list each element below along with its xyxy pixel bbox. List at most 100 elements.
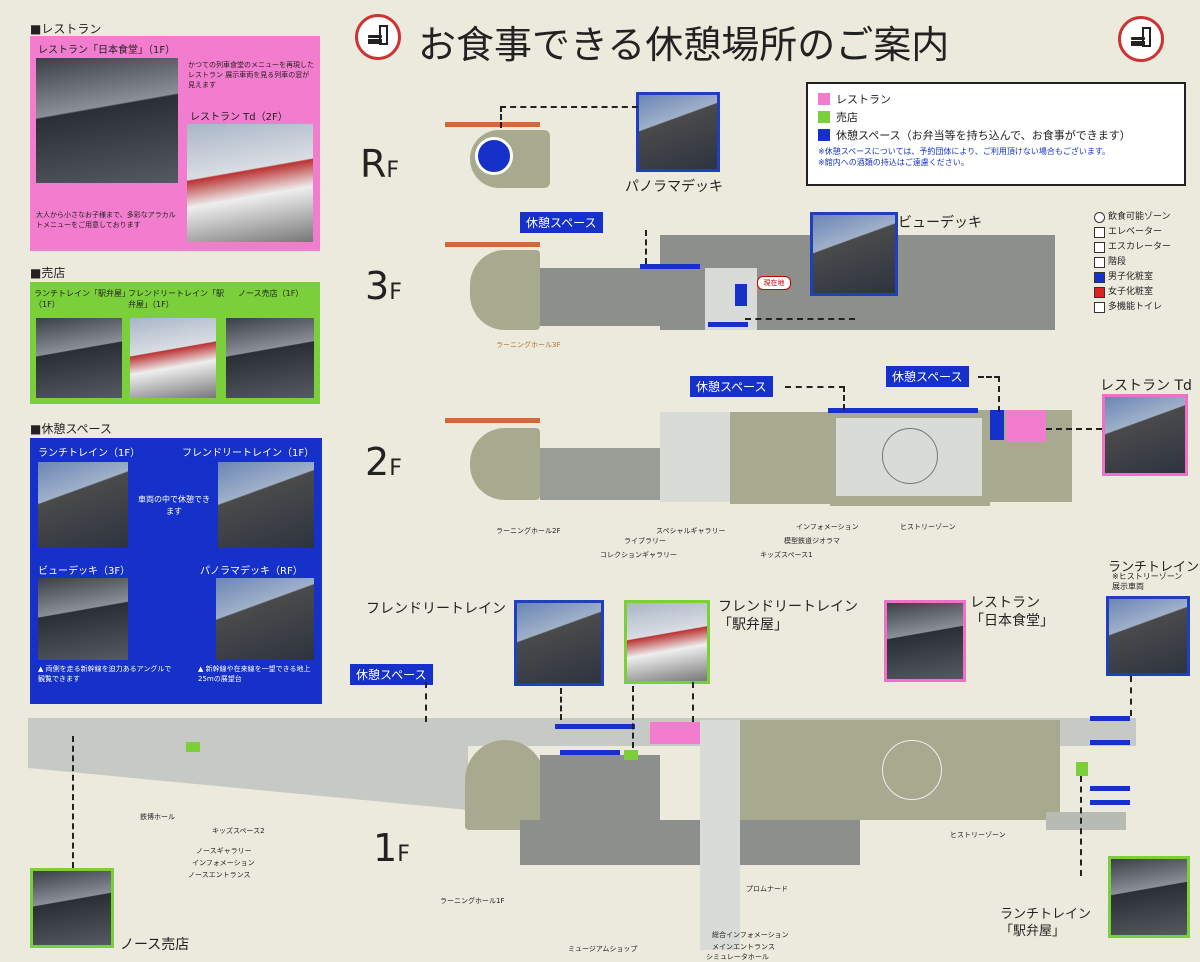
learning-hall-1f: ラーニングホール1F bbox=[440, 897, 505, 905]
rest-space-badge-3f: 休憩スペース bbox=[520, 212, 603, 233]
rf-rest-circle bbox=[475, 137, 513, 175]
view-deck-photo bbox=[810, 212, 898, 296]
1f-rest-bar-6 bbox=[1090, 800, 1130, 805]
icon-legend-item: 多機能トイレ bbox=[1094, 300, 1198, 315]
3f-top-rail bbox=[445, 242, 540, 247]
legend-symbol-icon bbox=[1094, 287, 1105, 298]
rest-mid-note: 車両の中で休憩できます bbox=[138, 495, 210, 516]
legend-symbol-icon bbox=[1094, 227, 1105, 238]
rest-space-badge-1f: 休憩スペース bbox=[350, 664, 433, 685]
exhibit-hall-label: 鉄博ホール bbox=[140, 813, 175, 821]
3f-rest-bar-2 bbox=[735, 284, 747, 306]
rest-item-2: フレンドリートレイン（1F） bbox=[182, 448, 315, 459]
rest-space-badge-2f-b: 休憩スペース bbox=[886, 366, 969, 387]
1f-leader-lunch-ekiben bbox=[1080, 776, 1084, 876]
legend-symbol-icon bbox=[1094, 272, 1105, 283]
rest-item-1: ランチトレイン（1F） bbox=[38, 448, 141, 459]
1f-south-block bbox=[520, 820, 860, 865]
friendly-train-label: フレンドリートレイン bbox=[366, 601, 506, 617]
restaurant-nihon-photo bbox=[36, 58, 178, 183]
view-deck-label: ビューデッキ bbox=[898, 215, 982, 231]
rest-photo-4 bbox=[216, 578, 314, 660]
2f-leader-td bbox=[1046, 428, 1102, 432]
panorama-deck-photo bbox=[636, 92, 720, 172]
history-zone-2f-label: ヒストリーゾーン bbox=[900, 523, 956, 531]
2f-round-building bbox=[470, 428, 540, 500]
1f-east-pad bbox=[1046, 812, 1126, 830]
promenade-label: プロムナード bbox=[746, 885, 788, 893]
icon-legend-item: 男子化粧室 bbox=[1094, 270, 1198, 285]
3f-leader-1 bbox=[645, 230, 649, 264]
icon-legend-text: 飲食可能ゾーン bbox=[1108, 212, 1171, 222]
shop-photo-1 bbox=[36, 318, 122, 398]
icon-legend-item: エレベーター bbox=[1094, 225, 1198, 240]
collection-gallery-label: コレクションギャラリー bbox=[600, 551, 677, 559]
rest-space-badge-2f-a: 休憩スペース bbox=[690, 376, 773, 397]
restaurant-item2-desc: 大人から小さなお子様まで、多彩なアラカルトメニューをご用意しております bbox=[36, 211, 176, 229]
kids-space-1-label: キッズスペース1 bbox=[760, 551, 813, 559]
kids-space-2-label: キッズスペース2 bbox=[212, 827, 265, 835]
floor-2f-label: 2F bbox=[365, 440, 402, 484]
3f-rest-bar-1 bbox=[640, 264, 700, 269]
title-icon-right bbox=[1118, 16, 1164, 62]
restaurant-header: ■レストラン bbox=[30, 22, 102, 36]
2f-restaurant-td-area bbox=[1006, 410, 1046, 442]
1f-wedge bbox=[28, 740, 468, 810]
restaurant-td-label: レストラン Td bbox=[1100, 378, 1192, 394]
lunch-train-label: ランチトレイン bbox=[1108, 560, 1200, 575]
rest-panel: ランチトレイン（1F） フレンドリートレイン（1F） 車両の中で休憩できます ビ… bbox=[30, 438, 322, 704]
2f-rest-bar-1 bbox=[828, 408, 978, 413]
information-2f-label: インフォメーション bbox=[796, 523, 859, 531]
friendly-ekiben-photo bbox=[624, 600, 710, 684]
rest-photo-3 bbox=[38, 578, 128, 660]
1f-rest-bar-5 bbox=[1090, 786, 1130, 791]
north-shop-label: ノース売店 bbox=[120, 937, 190, 953]
legend-symbol-icon bbox=[1094, 212, 1105, 223]
restaurant-item1-title: レストラン「日本食堂」（1F） bbox=[38, 45, 176, 56]
museum-shop-label: ミュージアムショップ bbox=[568, 945, 638, 953]
shop-item-3: ノース売店（1F） bbox=[238, 289, 304, 298]
legend-restaurant: レストラン bbox=[836, 93, 891, 106]
1f-leader-north bbox=[72, 736, 76, 868]
shop-item-1: ランチトレイン「駅弁屋」（1F） bbox=[34, 289, 126, 309]
icon-legend-text: 女子化粧室 bbox=[1108, 287, 1154, 297]
legend-symbol-icon bbox=[1094, 242, 1105, 253]
floor-1f-label: 1F bbox=[373, 826, 410, 870]
north-entrance-label: ノースエントランス bbox=[188, 871, 251, 879]
icon-legend-text: 階段 bbox=[1108, 257, 1127, 267]
lunch-ekiben-label: ランチトレイン 「駅弁屋」 bbox=[1000, 907, 1092, 939]
icon-legend-item: 飲食可能ゾーン bbox=[1094, 210, 1198, 225]
2f-rest-bar-2 bbox=[990, 410, 1004, 440]
1f-restaurant-nihon-area bbox=[650, 722, 700, 744]
icon-legend-text: エスカレーター bbox=[1108, 242, 1172, 252]
north-gallery-label: ノースギャラリー bbox=[196, 847, 252, 855]
main-entrance-label: メインエントランス bbox=[712, 943, 775, 951]
1f-friendly-ekiben-area bbox=[624, 750, 638, 760]
2f-top-rail bbox=[445, 418, 540, 423]
legend-note-2: ※館内への酒類の持込はご遠慮ください。 bbox=[818, 158, 969, 167]
1f-leader-rest bbox=[425, 682, 429, 722]
1f-round-building bbox=[465, 740, 545, 830]
legend-note-1: ※休憩スペースについては、予約団体により、ご利用頂けない場合もございます。 bbox=[818, 147, 1111, 156]
title-icon-left bbox=[355, 14, 401, 60]
restaurant-nihon-photo-map bbox=[884, 600, 966, 682]
1f-leader-nihon bbox=[692, 682, 926, 722]
restaurant-item2-title: レストラン Td（2F） bbox=[190, 112, 288, 123]
1f-rest-bar-2 bbox=[560, 750, 620, 755]
restaurant-item1-desc: かつての列車食堂のメニューを再現したレストラン 展示車両を見る列車の窓が見えます bbox=[188, 61, 314, 89]
2f-turntable-circle bbox=[882, 428, 938, 484]
2f-leader-a bbox=[785, 386, 845, 410]
1f-rest-bar-4 bbox=[1090, 740, 1130, 745]
icon-legend: 飲食可能ゾーンエレベーターエスカレーター階段男子化粧室女子化粧室多機能トイレ bbox=[1094, 210, 1198, 315]
legend-symbol-icon bbox=[1094, 302, 1105, 313]
2f-gallery bbox=[660, 412, 730, 502]
friendly-ekiben-label: フレンドリートレイン 「駅弁屋」 bbox=[718, 599, 858, 633]
rest-note-3: ▲ 両側を走る新幹線を迫力あるアングルで観覧できます bbox=[38, 665, 172, 683]
1f-leader-friendly bbox=[560, 688, 564, 720]
here-marker: 現在地 bbox=[757, 276, 791, 290]
page-title: お食事できる休憩場所のご案内 bbox=[418, 23, 950, 67]
icon-legend-item: 女子化粧室 bbox=[1094, 285, 1198, 300]
legend-shop: 売店 bbox=[836, 111, 858, 124]
2f-main-block bbox=[540, 448, 660, 500]
icon-legend-item: 階段 bbox=[1094, 255, 1198, 270]
